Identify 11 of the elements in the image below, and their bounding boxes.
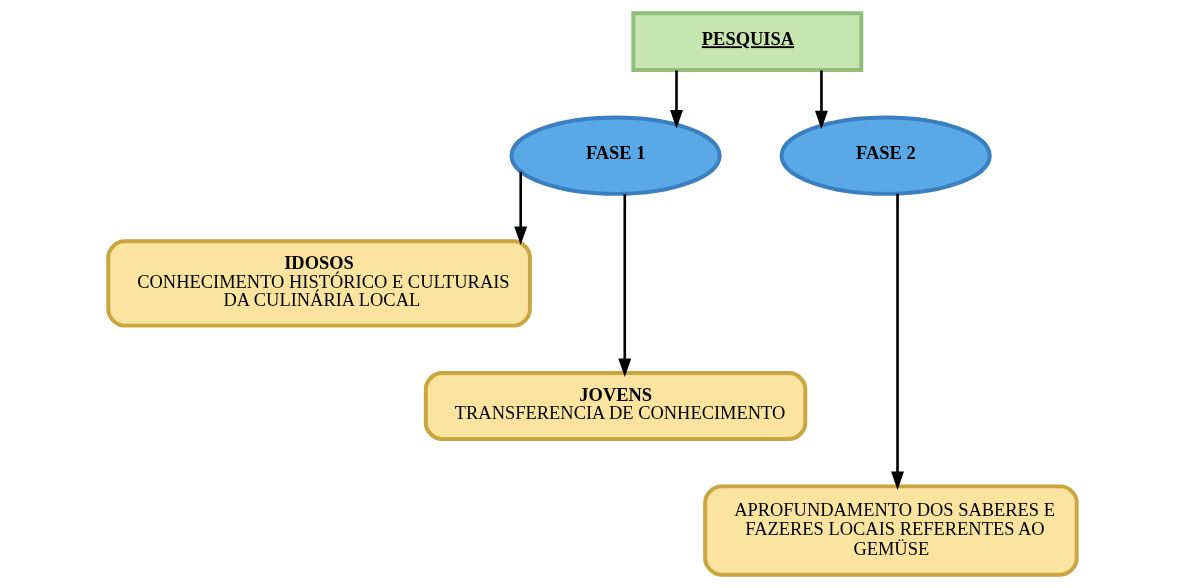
- node-box: APROFUNDAMENTO DOS SABERES E FAZERES LOCAIS REFERENTES AO GEMÜSE: [703, 484, 1079, 577]
- arrow: [670, 70, 683, 129]
- arrow: [618, 194, 632, 377]
- node-box: PESQUISA: [631, 11, 864, 72]
- arrow: [891, 193, 904, 491]
- node-box: JOVENS TRANSFERENCIA DE CONHECIMENTO: [423, 371, 808, 441]
- node-ellipse: FASE 2: [779, 115, 992, 196]
- node-ellipse: FASE 1: [509, 115, 722, 196]
- arrow: [514, 171, 528, 246]
- arrow: [814, 70, 828, 130]
- node-box: IDOSOS CONHECIMENTO HISTÓRICO E CULTURAIS DA CULINÁRIA LOCAL: [106, 239, 532, 328]
